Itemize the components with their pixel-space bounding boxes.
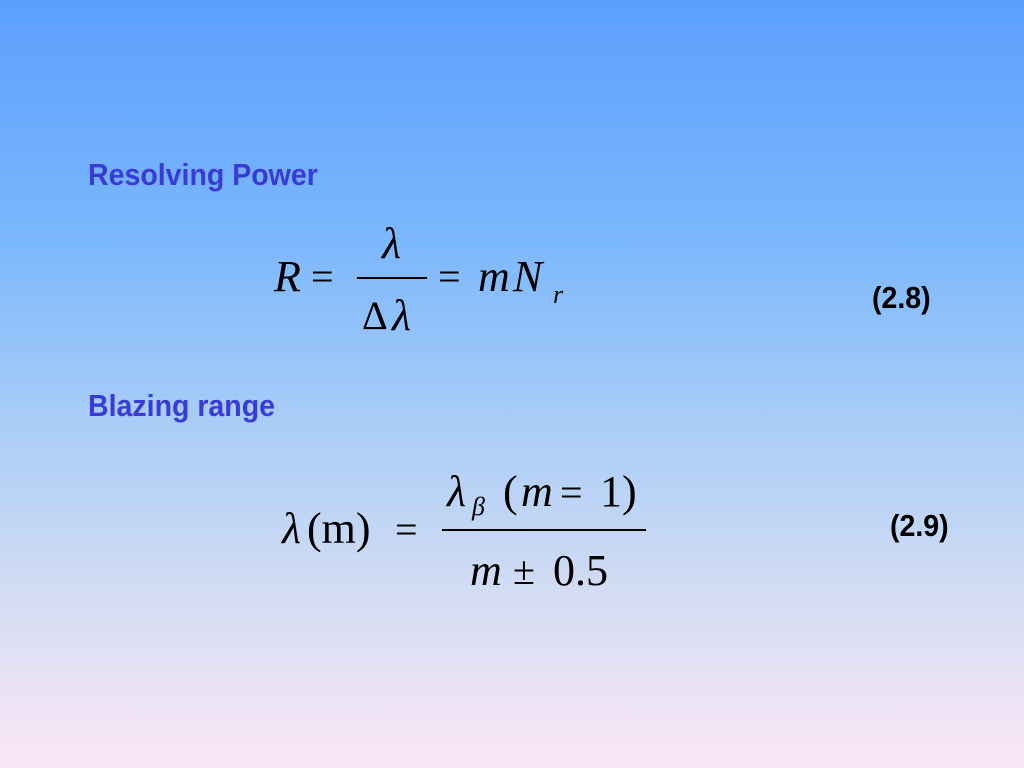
eq2-fraction-bar xyxy=(442,529,646,531)
eq2-numerator-open-paren: ( xyxy=(503,467,518,516)
eq2-numerator-one: 1) xyxy=(600,467,637,516)
eq1-denominator-delta: Δ xyxy=(362,293,388,338)
section-heading-blazing-range: Blazing range xyxy=(88,388,276,423)
eq2-numerator-lambda: λ xyxy=(447,467,467,516)
eq2-numerator-equals: = xyxy=(560,470,583,515)
eq2-denominator-plus-minus: ± xyxy=(513,548,535,593)
eq1-rhs-subscript-r: r xyxy=(553,280,564,309)
eq2-denominator-value: 0.5 xyxy=(553,546,608,595)
section-heading-resolving-power: Resolving Power xyxy=(88,157,318,192)
eq2-equals: = xyxy=(395,507,418,552)
eq2-numerator-m: m xyxy=(521,467,553,516)
eq2-denominator-m: m xyxy=(470,546,502,595)
eq1-lhs-R: R xyxy=(274,252,301,301)
eq2-numerator-subscript-beta: β xyxy=(472,492,485,521)
eq1-equals-2: = xyxy=(438,254,461,299)
eq2-lhs-lambda: λ xyxy=(282,504,302,553)
eq1-numerator-lambda: λ xyxy=(382,219,402,268)
eq1-rhs-m: m xyxy=(478,252,510,301)
eq1-equals: = xyxy=(311,254,334,299)
eq2-lhs-argument: (m) xyxy=(307,504,371,553)
eq1-rhs-N: N xyxy=(513,252,543,301)
eq1-denominator-lambda: λ xyxy=(392,291,412,340)
equation-number-2-9: (2.9) xyxy=(890,508,949,543)
eq1-fraction-bar xyxy=(357,277,427,279)
equation-number-2-8: (2.8) xyxy=(872,280,931,315)
